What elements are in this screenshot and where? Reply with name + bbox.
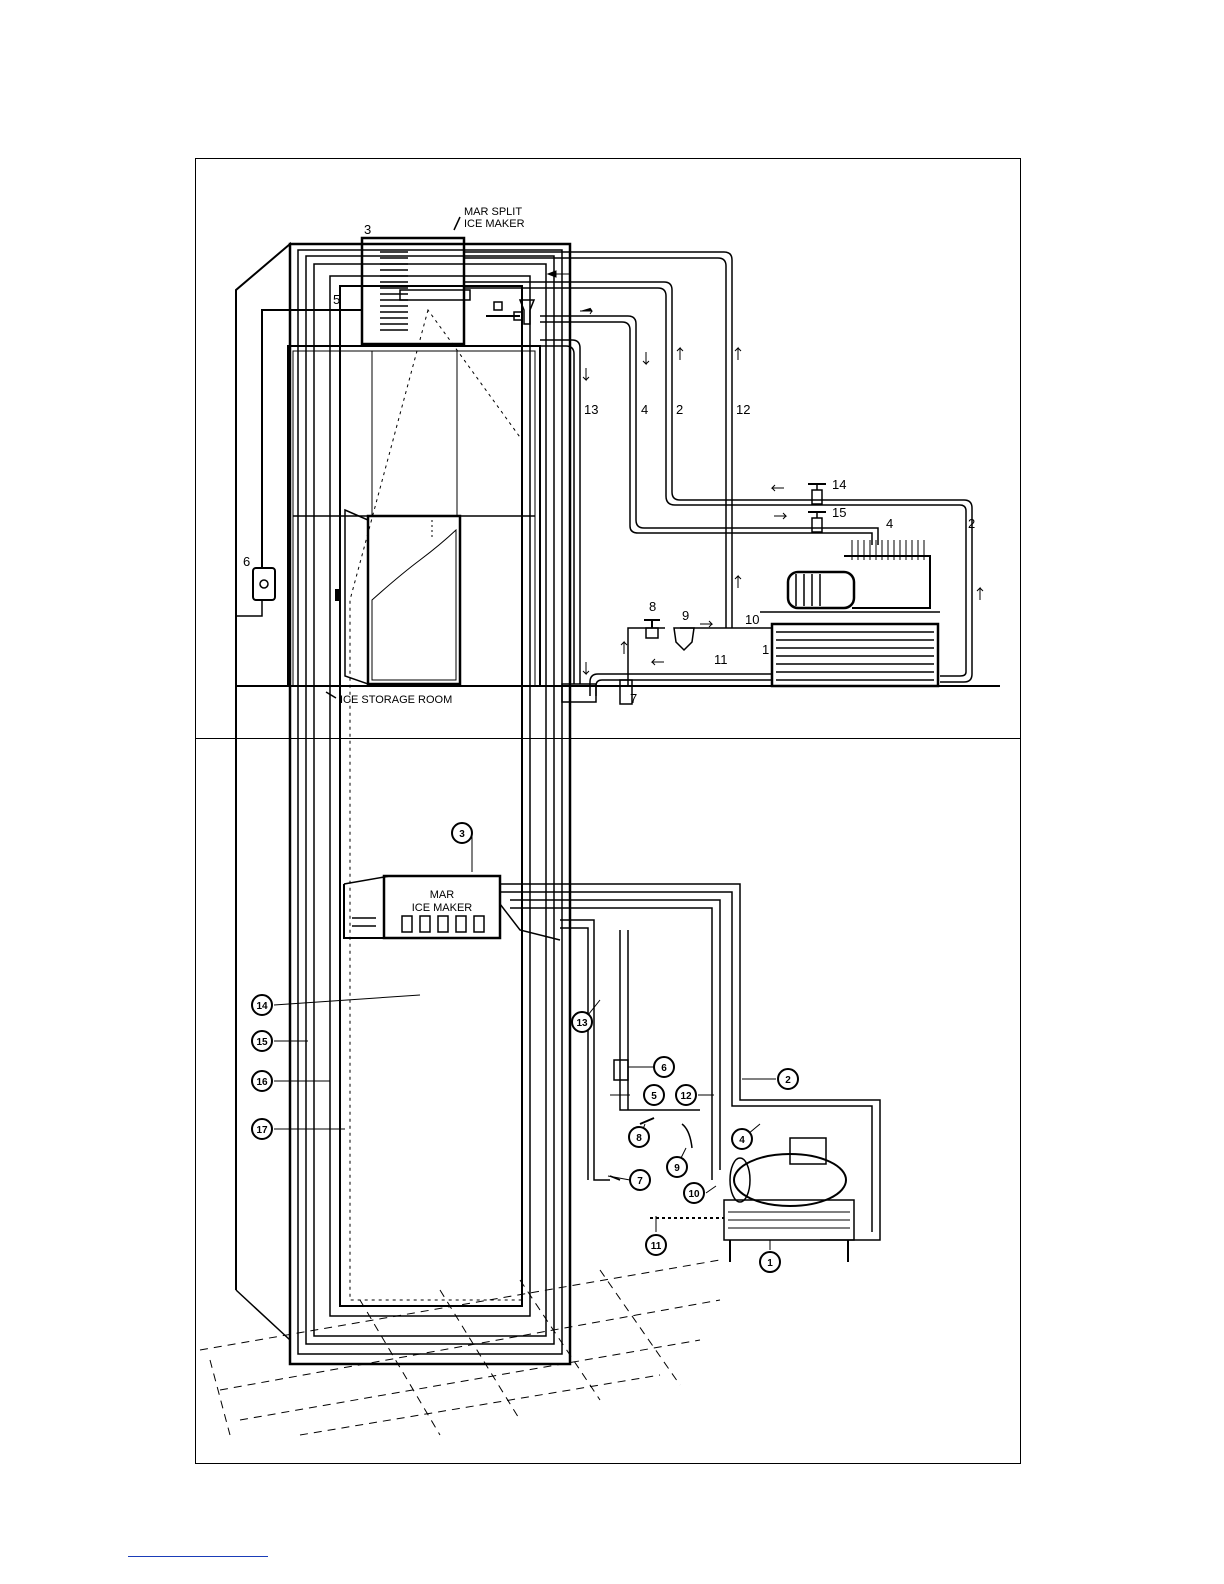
floor-tiles xyxy=(200,1260,720,1435)
callout-17: 17 xyxy=(256,1125,268,1136)
label-1: 1 xyxy=(762,642,769,657)
valve-15 xyxy=(808,512,826,532)
ice-maker-unit xyxy=(362,238,464,344)
label-11: 11 xyxy=(714,652,728,667)
callout-13: 13 xyxy=(576,1018,588,1029)
top-schematic xyxy=(237,217,1000,704)
label-9: 9 xyxy=(682,608,689,623)
electric-box xyxy=(253,568,275,600)
condenser xyxy=(772,624,938,686)
callout-16: 16 xyxy=(256,1077,268,1088)
callout-6: 6 xyxy=(661,1063,667,1074)
callout-1: 1 xyxy=(767,1258,773,1269)
label-6: 6 xyxy=(243,554,250,569)
footnote-rule xyxy=(128,1556,268,1557)
callout-2: 2 xyxy=(785,1075,791,1086)
label-4: 4 xyxy=(641,402,648,417)
ice-storage-room xyxy=(288,346,540,686)
bottom-callouts: 3 14 15 16 17 13 6 5 12 2 4 8 9 7 10 11 … xyxy=(252,823,798,1272)
callout-room: ICE STORAGE ROOM xyxy=(340,694,452,706)
callout-7: 7 xyxy=(637,1176,643,1187)
label-7: 7 xyxy=(630,691,637,706)
label-4b: 4 xyxy=(886,516,893,531)
callout-14: 14 xyxy=(256,1001,268,1012)
compressor-motor xyxy=(760,540,940,612)
callout-12: 12 xyxy=(680,1091,692,1102)
callout-maker-line2: ICE MAKER xyxy=(464,218,525,230)
flow-arrows xyxy=(548,271,983,674)
valve-14 xyxy=(808,484,826,504)
label-13: 13 xyxy=(584,402,598,417)
label-2b: 2 xyxy=(968,516,975,531)
callout-maker-line1: MAR SPLIT xyxy=(464,206,522,218)
label-8: 8 xyxy=(649,599,656,614)
unit-label-line2: ICE MAKER xyxy=(412,902,473,914)
label-2: 2 xyxy=(676,402,683,417)
callout-8: 8 xyxy=(636,1133,642,1144)
callout-11: 11 xyxy=(651,1241,662,1252)
label-10: 10 xyxy=(745,612,759,627)
unit-label-line1: MAR xyxy=(430,889,455,901)
label-15: 15 xyxy=(832,505,846,520)
callout-15: 15 xyxy=(256,1037,268,1048)
label-14: 14 xyxy=(832,477,846,492)
callout-3: 3 xyxy=(459,829,465,840)
callout-5: 5 xyxy=(651,1091,657,1102)
label-12: 12 xyxy=(736,402,750,417)
bottom-compressor xyxy=(650,1138,854,1262)
label-3: 3 xyxy=(364,222,371,237)
bottom-unit-label: MAR ICE MAKER xyxy=(412,889,473,914)
callout-10: 10 xyxy=(688,1189,700,1200)
top-labels: MAR SPLIT ICE MAKER ICE STORAGE ROOM 3 5… xyxy=(243,206,975,706)
callout-4: 4 xyxy=(739,1135,745,1146)
callout-9: 9 xyxy=(674,1163,680,1174)
